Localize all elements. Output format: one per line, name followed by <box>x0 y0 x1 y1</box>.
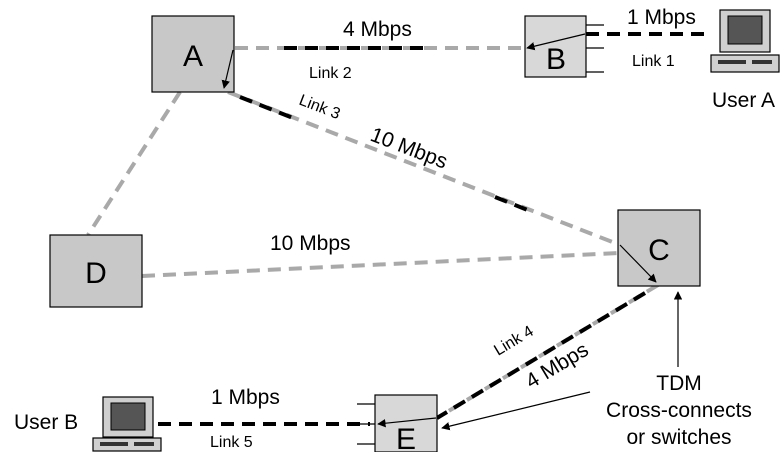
switch-arrow-c <box>619 244 657 283</box>
node-b: B <box>524 15 604 78</box>
link-1-label: Link 1 <box>632 53 675 70</box>
node-e-ports <box>357 403 375 445</box>
node-b-ports <box>586 24 604 73</box>
user-a-label: User A <box>712 89 775 112</box>
rate-c-e: 4 Mbps <box>522 338 593 393</box>
trunk-d-c <box>141 251 619 278</box>
annotation-line-1: TDM <box>656 372 702 395</box>
user-b-label: User B <box>14 411 78 434</box>
node-c: C <box>617 209 701 287</box>
node-d-label: D <box>85 257 107 290</box>
tdm-annotation: TDM Cross-connects or switches <box>441 291 752 449</box>
rate-d-c: 10 Mbps <box>270 232 351 255</box>
trunk-a-c <box>227 90 621 247</box>
switch-arrow-b <box>526 33 586 51</box>
node-d: D <box>49 234 143 308</box>
annotation-line-3: or switches <box>626 426 731 449</box>
user-a-computer-icon <box>710 9 780 73</box>
rate-user-b: 1 Mbps <box>211 386 280 409</box>
user-b-computer-icon <box>92 396 162 452</box>
node-e: E <box>357 394 438 456</box>
switch-arrow-a <box>221 49 234 89</box>
node-a-label: A <box>183 40 203 73</box>
link-2-label: Link 2 <box>309 65 352 82</box>
node-a: A <box>151 15 235 93</box>
switch-arrow-e <box>377 417 437 428</box>
link-5-label: Link 5 <box>210 434 253 451</box>
rate-a-b: 4 Mbps <box>343 18 412 41</box>
link-3-label: Link 3 <box>297 92 343 123</box>
annotation-arrow-to-e <box>441 391 591 431</box>
rate-a-c: 10 Mbps <box>367 123 450 173</box>
circuit-path <box>158 32 712 426</box>
node-c-label: C <box>648 234 670 267</box>
circuit-a-c-1 <box>239 95 299 122</box>
node-b-label: B <box>546 43 566 76</box>
node-e-label: E <box>396 423 416 452</box>
trunk-a-d <box>86 90 182 237</box>
link-4-label: Link 4 <box>491 323 536 360</box>
annotation-line-2: Cross-connects <box>606 399 752 422</box>
rate-user-a: 1 Mbps <box>627 6 696 29</box>
circuit-a-c-2 <box>494 195 531 213</box>
